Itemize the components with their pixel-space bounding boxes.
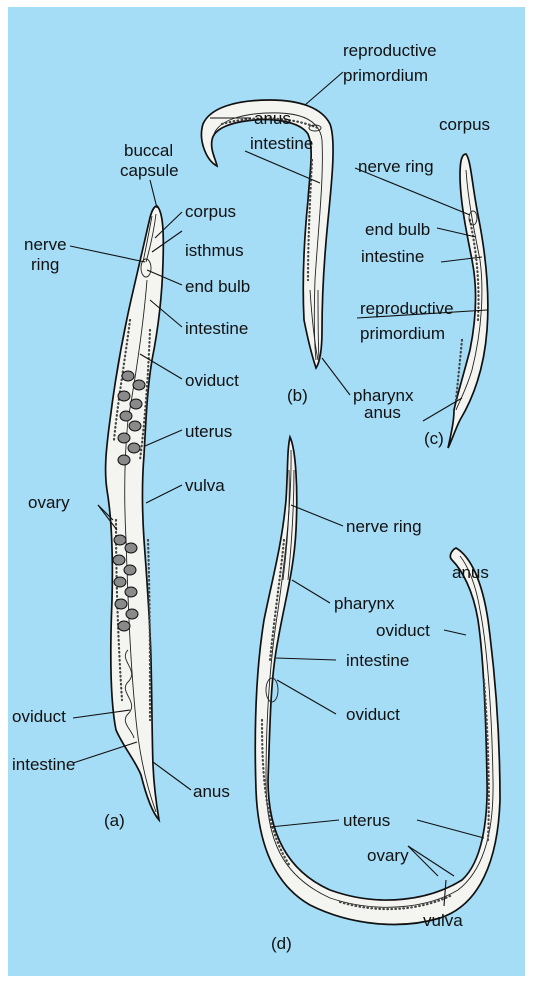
label-uterus-a: uterus [185, 422, 232, 441]
label-buccal-2: capsule [120, 161, 179, 180]
label-isthmus-a: isthmus [185, 241, 244, 260]
tag-c: (c) [424, 429, 444, 448]
label-ovary-a: ovary [28, 493, 70, 512]
label-anus-b: anus [254, 109, 291, 128]
label-nerve-ring-c: nerve ring [358, 157, 434, 176]
label-pharynx-d: pharynx [334, 594, 395, 613]
label-intestine-c: intestine [361, 247, 424, 266]
label-repro-c-1: reproductive [360, 299, 454, 318]
label-ring-a: ring [31, 255, 59, 274]
label-intestine-a-bottom: intestine [12, 755, 75, 774]
worm-a [106, 206, 164, 820]
label-intestine-d: intestine [346, 651, 409, 670]
label-oviduct-d-right: oviduct [376, 621, 430, 640]
label-ovary-d: ovary [367, 846, 409, 865]
tag-b: (b) [287, 386, 308, 405]
label-intestine-a-top: intestine [185, 319, 248, 338]
label-repro-b-1: reproductive [343, 41, 437, 60]
worm-c [448, 154, 488, 448]
label-corpus-a: corpus [185, 202, 236, 221]
label-oviduct-a-top: oviduct [185, 371, 239, 390]
label-uterus-d: uterus [343, 811, 390, 830]
label-anus-a: anus [193, 782, 230, 801]
label-buccal-1: buccal [124, 141, 173, 160]
tag-d: (d) [271, 934, 292, 953]
label-oviduct-a-bottom: oviduct [12, 707, 66, 726]
tag-a: (a) [104, 811, 125, 830]
label-end-bulb-a: end bulb [185, 277, 250, 296]
label-vulva-d: vulva [423, 911, 463, 930]
worm-a-body [106, 206, 164, 820]
label-vulva-a: vulva [185, 476, 225, 495]
label-end-bulb-c: end bulb [365, 220, 430, 239]
label-nerve-ring-d: nerve ring [346, 517, 422, 536]
label-corpus-c: corpus [439, 115, 490, 134]
label-oviduct-d-left: oviduct [346, 705, 400, 724]
label-repro-c-2: primordium [360, 324, 445, 343]
label-intestine-b: intestine [250, 134, 313, 153]
label-nerve-a: nerve [24, 235, 67, 254]
label-anus-d: anus [452, 563, 489, 582]
label-repro-b-2: primordium [343, 66, 428, 85]
label-anus-c: anus [364, 403, 401, 422]
